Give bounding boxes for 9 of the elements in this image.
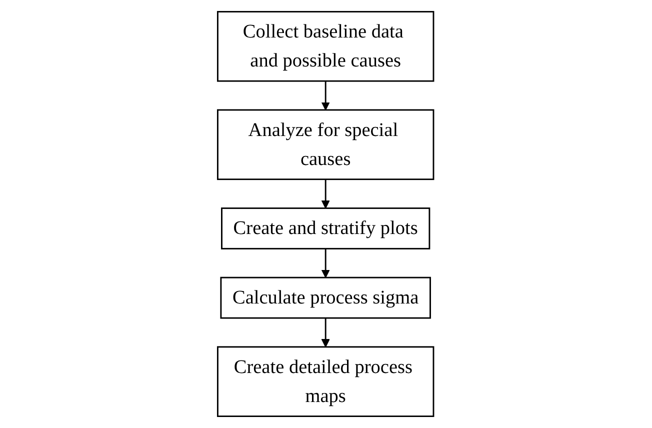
arrow	[322, 81, 330, 110]
node-box: Collect baseline data and possible causes	[217, 10, 435, 82]
node-box: Analyze for special causes	[217, 109, 435, 180]
node-box: Create detailed process maps	[217, 346, 435, 417]
node-box: Create and stratify plots	[221, 208, 431, 250]
arrow	[322, 179, 330, 209]
arrow	[322, 318, 330, 348]
node-box: Calculate process sigma	[220, 276, 432, 319]
arrow	[322, 248, 330, 278]
